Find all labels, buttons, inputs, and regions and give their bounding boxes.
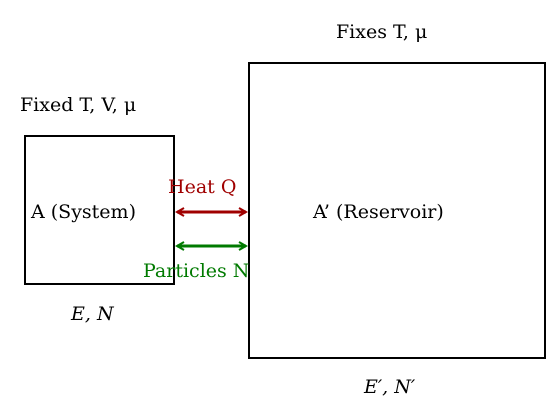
system-state-vars: E, N [70, 303, 115, 325]
reservoir-fixes-label: Fixes T, μ [336, 21, 427, 43]
reservoir-fixes-vars: T, μ [393, 21, 427, 43]
system-box [24, 135, 175, 285]
heat-label: Heat Q [168, 176, 236, 198]
system-fixed-label: Fixed T, V, μ [20, 94, 136, 116]
system-fixed-vars: T, V, μ [79, 94, 136, 116]
reservoir-box [248, 62, 546, 359]
reservoir-fixes-prefix: Fixes [336, 21, 393, 43]
system-fixed-prefix: Fixed [20, 94, 79, 116]
reservoir-label: A’ (Reservoir) [312, 201, 444, 223]
system-label: A (System) [30, 201, 136, 223]
particles-label: Particles N [143, 260, 249, 282]
reservoir-state-vars: E′, N′ [363, 376, 416, 398]
